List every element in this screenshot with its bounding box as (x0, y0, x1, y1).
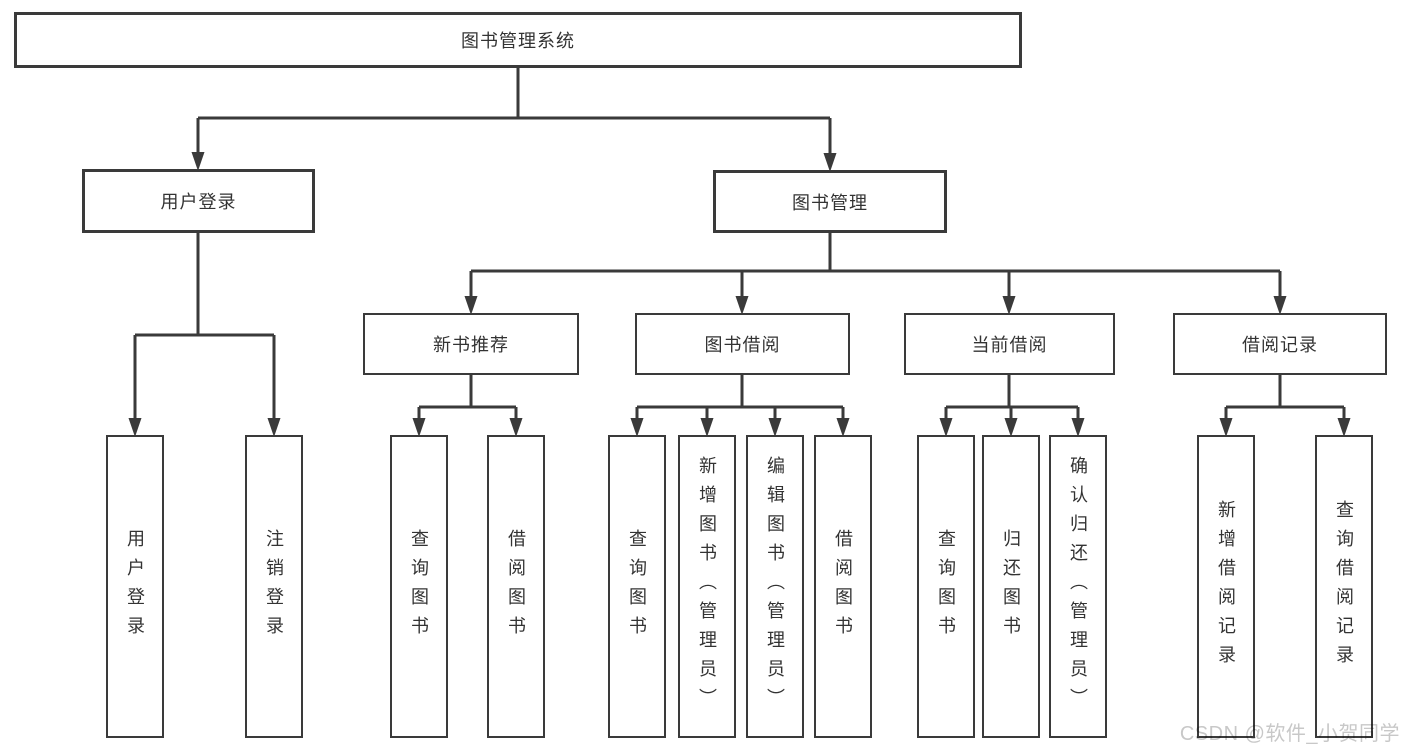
node-label: 用户登录 (160, 192, 237, 212)
node-leaf-query-book-3: 查询图书 (917, 435, 975, 738)
node-label: 查询图书 (409, 528, 429, 645)
node-leaf-logout: 注销登录 (245, 435, 303, 738)
node-label: 用户登录 (125, 528, 145, 645)
node-leaf-confirm-return-admin: 确认归还（管理员） (1049, 435, 1107, 738)
node-label: 图书管理系统 (461, 31, 575, 51)
node-leaf-add-borrow-record: 新增借阅记录 (1197, 435, 1255, 738)
node-leaf-borrow-book-2: 借阅图书 (814, 435, 872, 738)
node-book-management: 图书管理 (713, 170, 947, 233)
branch-book-management (464, 233, 1287, 315)
node-label: 确认归还（管理员） (1068, 456, 1088, 717)
branch-book-borrow (630, 375, 850, 437)
node-label: 归还图书 (1001, 528, 1021, 645)
node-current-borrow: 当前借阅 (904, 313, 1115, 375)
node-new-book-recommend: 新书推荐 (363, 313, 579, 375)
node-label: 编辑图书（管理员） (765, 456, 785, 717)
node-label: 当前借阅 (971, 335, 1048, 355)
node-label: 借阅图书 (833, 528, 853, 645)
node-label: 新书推荐 (433, 335, 509, 355)
branch-new-book (412, 375, 523, 437)
node-user-login: 用户登录 (82, 169, 315, 233)
branch-user-login (128, 233, 281, 437)
node-label: 图书借阅 (704, 335, 781, 355)
node-label: 查询图书 (627, 528, 647, 645)
node-label: 查询借阅记录 (1334, 499, 1354, 674)
node-library-system: 图书管理系统 (14, 12, 1022, 68)
node-leaf-return-book: 归还图书 (982, 435, 1040, 738)
node-leaf-query-borrow-record: 查询借阅记录 (1315, 435, 1373, 738)
node-leaf-add-book-admin: 新增图书（管理员） (678, 435, 736, 738)
branch-current-borrow (939, 375, 1085, 437)
node-label: 注销登录 (264, 528, 284, 645)
watermark: CSDN @软件_小贺同学 (1179, 723, 1400, 745)
node-book-borrow: 图书借阅 (635, 313, 850, 375)
node-label: 图书管理 (792, 192, 868, 213)
node-leaf-query-book-1: 查询图书 (390, 435, 448, 738)
node-leaf-edit-book-admin: 编辑图书（管理员） (746, 435, 804, 738)
node-label: 借阅图书 (506, 528, 526, 645)
node-label: 借阅记录 (1242, 335, 1318, 355)
node-leaf-query-book-2: 查询图书 (608, 435, 666, 738)
node-label: 查询图书 (936, 528, 956, 645)
node-leaf-borrow-book-1: 借阅图书 (487, 435, 545, 738)
node-borrow-record: 借阅记录 (1173, 313, 1387, 375)
node-label: 新增图书（管理员） (697, 456, 717, 717)
node-leaf-user-login: 用户登录 (106, 435, 164, 738)
branch-root (191, 68, 837, 172)
node-label: 新增借阅记录 (1216, 499, 1236, 674)
branch-borrow-record (1219, 375, 1351, 437)
